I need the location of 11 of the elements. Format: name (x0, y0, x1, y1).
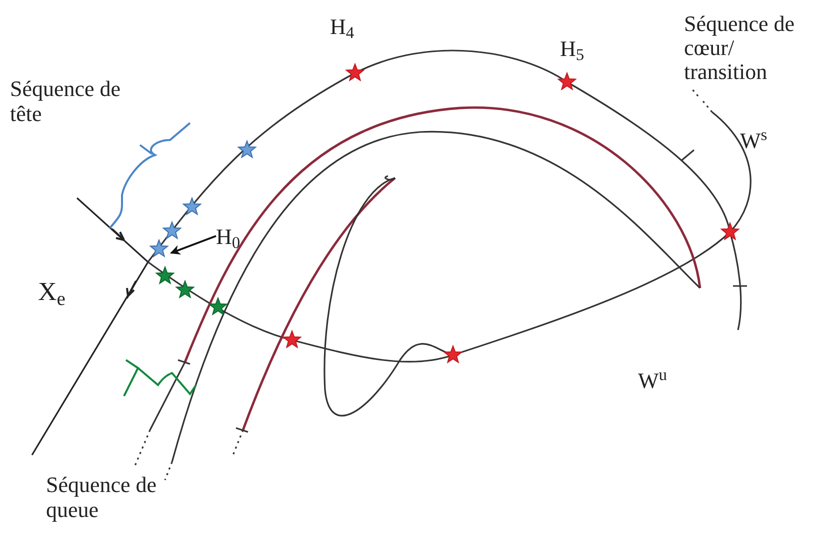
text-label: H$_{5}$ (560, 35, 586, 65)
text-label: X$_{e}$ (38, 276, 66, 311)
point-label: H$_{0}$ (216, 220, 256, 252)
text-label: Séquence de tête (10, 76, 122, 127)
arrow (170, 235, 216, 254)
text-label: H$_{4}$ (330, 13, 356, 43)
text-label: Séquence de cœur/ transition (684, 12, 796, 85)
text-label: W$^{u}$ (638, 364, 668, 395)
text-label: Séquence de queue (46, 472, 158, 523)
text-label: W$^{s}$ (740, 124, 768, 155)
star-marker (149, 239, 169, 259)
